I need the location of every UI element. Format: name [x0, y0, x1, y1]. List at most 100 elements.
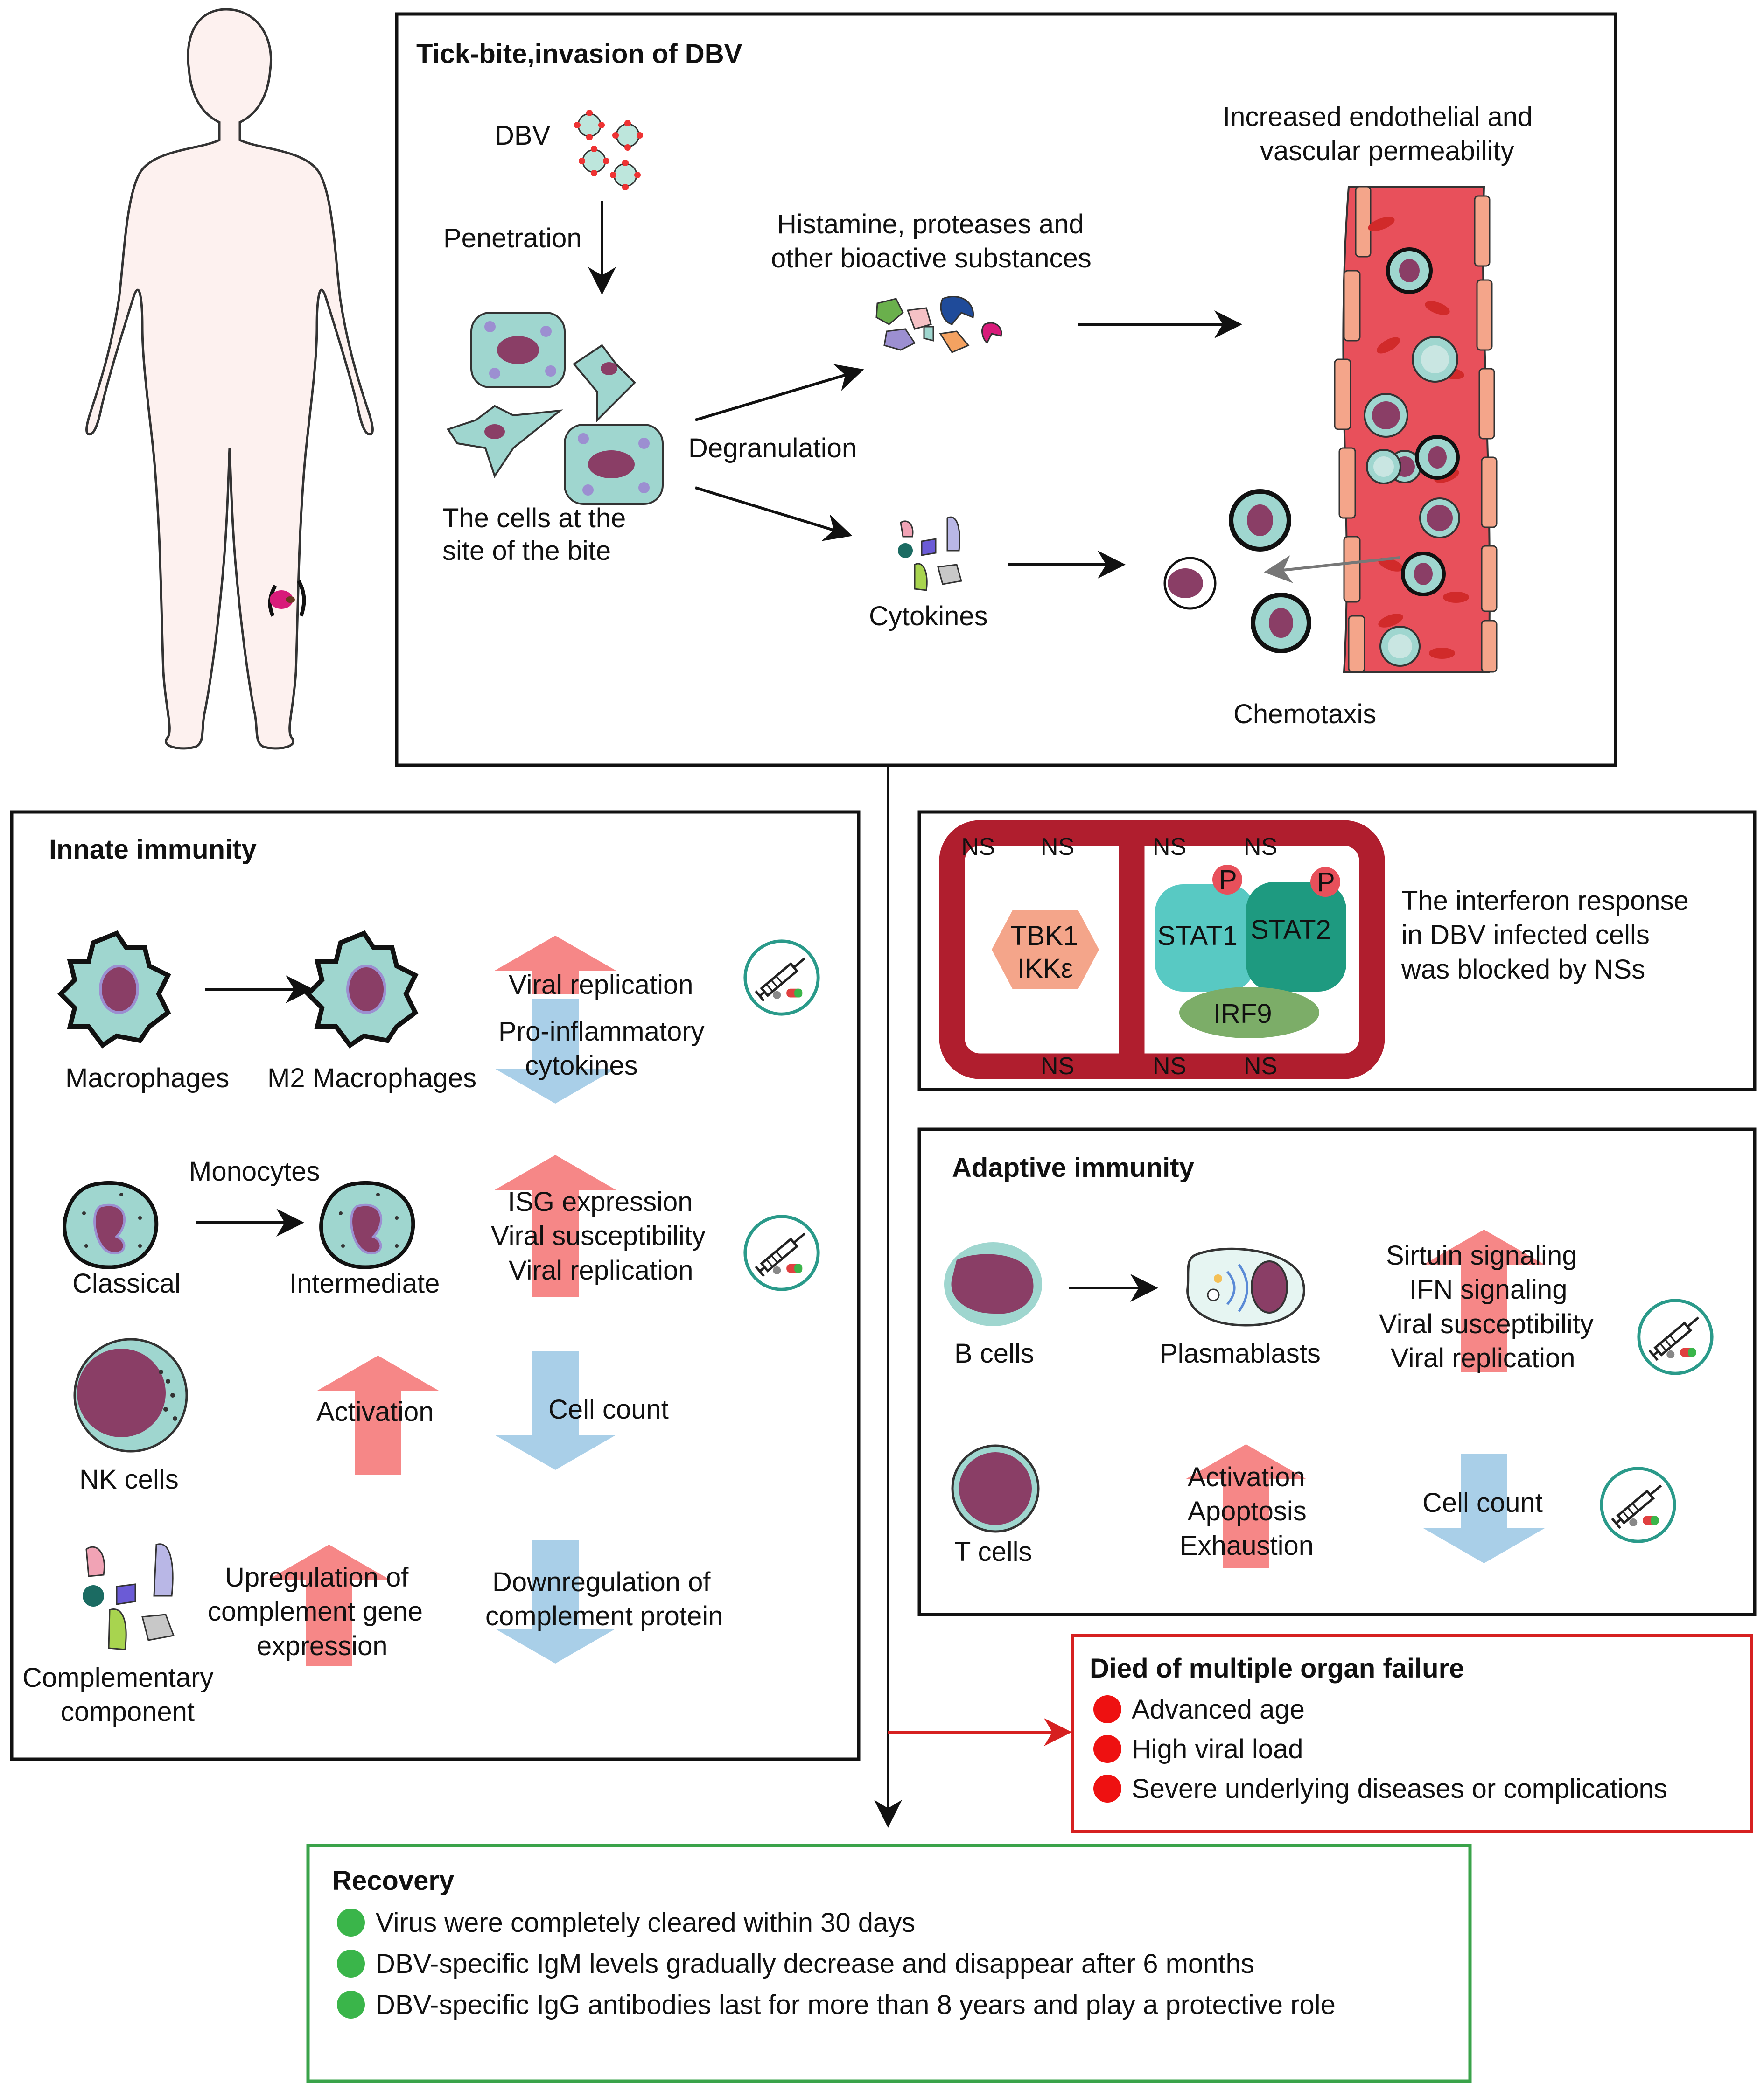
dbv-virions-icon: [574, 110, 643, 190]
ns-label: NS: [961, 833, 995, 860]
t-effects-label-2: Apoptosis: [1188, 1496, 1307, 1526]
cytokines-label: Cytokines: [869, 601, 988, 631]
recovery-item: DBV-specific IgG antibodies last for mor…: [376, 1990, 1336, 2020]
death-title: Died of multiple organ failure: [1090, 1653, 1464, 1684]
t-effects-label-3: Exhaustion: [1180, 1531, 1314, 1561]
downregulation-label-2: complement protein: [485, 1601, 723, 1631]
invasion-box: [395, 12, 1617, 767]
activation-up-arrow: [317, 1356, 439, 1475]
phospho-stat1: [1212, 865, 1242, 895]
treatment-syringe-icon: [745, 941, 818, 1014]
ns-label: NS: [1041, 1053, 1074, 1080]
green-bullet: [337, 1950, 365, 1978]
red-bullet: [1093, 1775, 1121, 1803]
p-label-2: P: [1317, 867, 1335, 897]
chemotaxis-label: Chemotaxis: [1233, 699, 1376, 729]
activation-label: Activation: [316, 1397, 434, 1427]
tbk1-label: TBK1: [1010, 921, 1078, 951]
proinflammatory-label-2: cytokines: [525, 1050, 638, 1081]
monocytes-label: Monocytes: [189, 1156, 320, 1187]
macrophages-label: Macrophages: [65, 1063, 229, 1093]
b-effects-label-4: Viral replication: [1391, 1343, 1575, 1373]
t-cells-label: T cells: [954, 1537, 1032, 1567]
histamine-label-2: other bioactive substances: [771, 243, 1092, 273]
upregulation-up-arrow: [268, 1545, 390, 1666]
adaptive-box: [917, 1127, 1757, 1616]
migrating-cells-icon: [1163, 489, 1311, 653]
intermediate-label: Intermediate: [289, 1268, 440, 1299]
t-cell-count-down-arrow: [1423, 1454, 1545, 1563]
dbv-label: DBV: [495, 120, 551, 151]
classical-label: Classical: [72, 1268, 181, 1299]
penetration-label: Penetration: [443, 223, 582, 253]
tbk1-ikk-complex: [992, 910, 1099, 989]
invasion-title: Tick-bite,invasion of DBV: [416, 39, 742, 69]
recovery-box: [306, 1844, 1472, 2083]
nk-cell-icon: [73, 1338, 188, 1453]
death-item: High viral load: [1132, 1734, 1303, 1764]
upregulation-label: Upregulation of: [225, 1562, 409, 1593]
treatment-syringe-icon-3: [1639, 1301, 1712, 1373]
innate-title: Innate immunity: [49, 834, 257, 865]
phospho-stat2: [1310, 867, 1340, 897]
stat1-protein: [1155, 884, 1255, 992]
t-effects-up-arrow: [1185, 1444, 1307, 1568]
intermediate-monocyte-icon: [319, 1181, 415, 1269]
recovery-title: Recovery: [332, 1866, 454, 1896]
ns-barrier: NS NS NS NS NS NS NS: [939, 820, 1385, 1080]
ns-label: NS: [1244, 833, 1277, 860]
ns-label: NS: [1041, 833, 1074, 860]
b-cells-label: B cells: [954, 1338, 1034, 1369]
histamine-label: Histamine, proteases and: [777, 209, 1084, 239]
plasmablasts-label: Plasmablasts: [1160, 1338, 1321, 1369]
t-cell-icon: [951, 1444, 1040, 1533]
bioactive-substances-icon: [875, 296, 1002, 353]
death-box: [1071, 1634, 1753, 1833]
p-label: P: [1219, 865, 1237, 895]
stat2-label: STAT2: [1251, 915, 1331, 945]
classical-monocyte-icon: [63, 1181, 159, 1269]
degranulation-arrow-down: [695, 486, 853, 541]
downregulation-label: Downregulation of: [492, 1567, 711, 1597]
complement-label-2: component: [61, 1697, 195, 1727]
interferon-caption: The interferon response: [1401, 886, 1689, 916]
downregulation-down-arrow: [495, 1540, 616, 1664]
interferon-caption-2: in DBV infected cells: [1401, 920, 1650, 950]
interferon-caption-3: was blocked by NSs: [1401, 954, 1645, 985]
cytokines-icon: [898, 516, 962, 591]
green-bullet: [337, 1909, 365, 1937]
irf9-label: IRF9: [1213, 999, 1272, 1029]
t-effects-label: Activation: [1188, 1462, 1305, 1492]
permeability-label: Increased endothelial and: [1223, 102, 1533, 132]
viral-replication-label: Viral replication: [509, 970, 693, 1000]
blood-vessel-icon: [1334, 186, 1498, 673]
degranulation-label: Degranulation: [688, 433, 857, 463]
red-bullet: [1093, 1695, 1121, 1723]
permeability-label-2: vascular permeability: [1260, 136, 1514, 166]
isg-label-3: Viral replication: [509, 1255, 693, 1286]
upregulation-label-3: expression: [257, 1631, 387, 1661]
t-cell-count-label: Cell count: [1422, 1488, 1543, 1518]
interferon-box: [917, 810, 1757, 1091]
death-item: Advanced age: [1132, 1694, 1305, 1725]
nk-cells-label: NK cells: [79, 1464, 179, 1495]
human-figure: [85, 8, 374, 750]
bite-site-label-2: site of the bite: [442, 536, 611, 566]
proinflammatory-label: Pro-inflammatory: [498, 1016, 705, 1047]
green-bullet: [337, 1991, 365, 2019]
isg-label: ISG expression: [508, 1187, 693, 1217]
b-effects-label-2: IFN signaling: [1409, 1274, 1567, 1305]
irf9-protein: [1179, 987, 1319, 1038]
b-effects-up-arrow: [1423, 1230, 1545, 1372]
red-bullet: [1093, 1735, 1121, 1763]
macrophage-icon: [57, 930, 171, 1049]
m2-macrophages-label: M2 Macrophages: [267, 1063, 476, 1093]
cell-count-label: Cell count: [548, 1394, 669, 1425]
treatment-syringe-icon-4: [1602, 1469, 1674, 1541]
b-effects-label-3: Viral susceptibility: [1379, 1309, 1594, 1339]
ikk-label: IKKε: [1017, 953, 1073, 984]
stat1-label: STAT1: [1157, 921, 1238, 951]
bite-site-label: The cells at the: [442, 503, 626, 533]
recovery-item: DBV-specific IgM levels gradually decrea…: [376, 1949, 1254, 1979]
